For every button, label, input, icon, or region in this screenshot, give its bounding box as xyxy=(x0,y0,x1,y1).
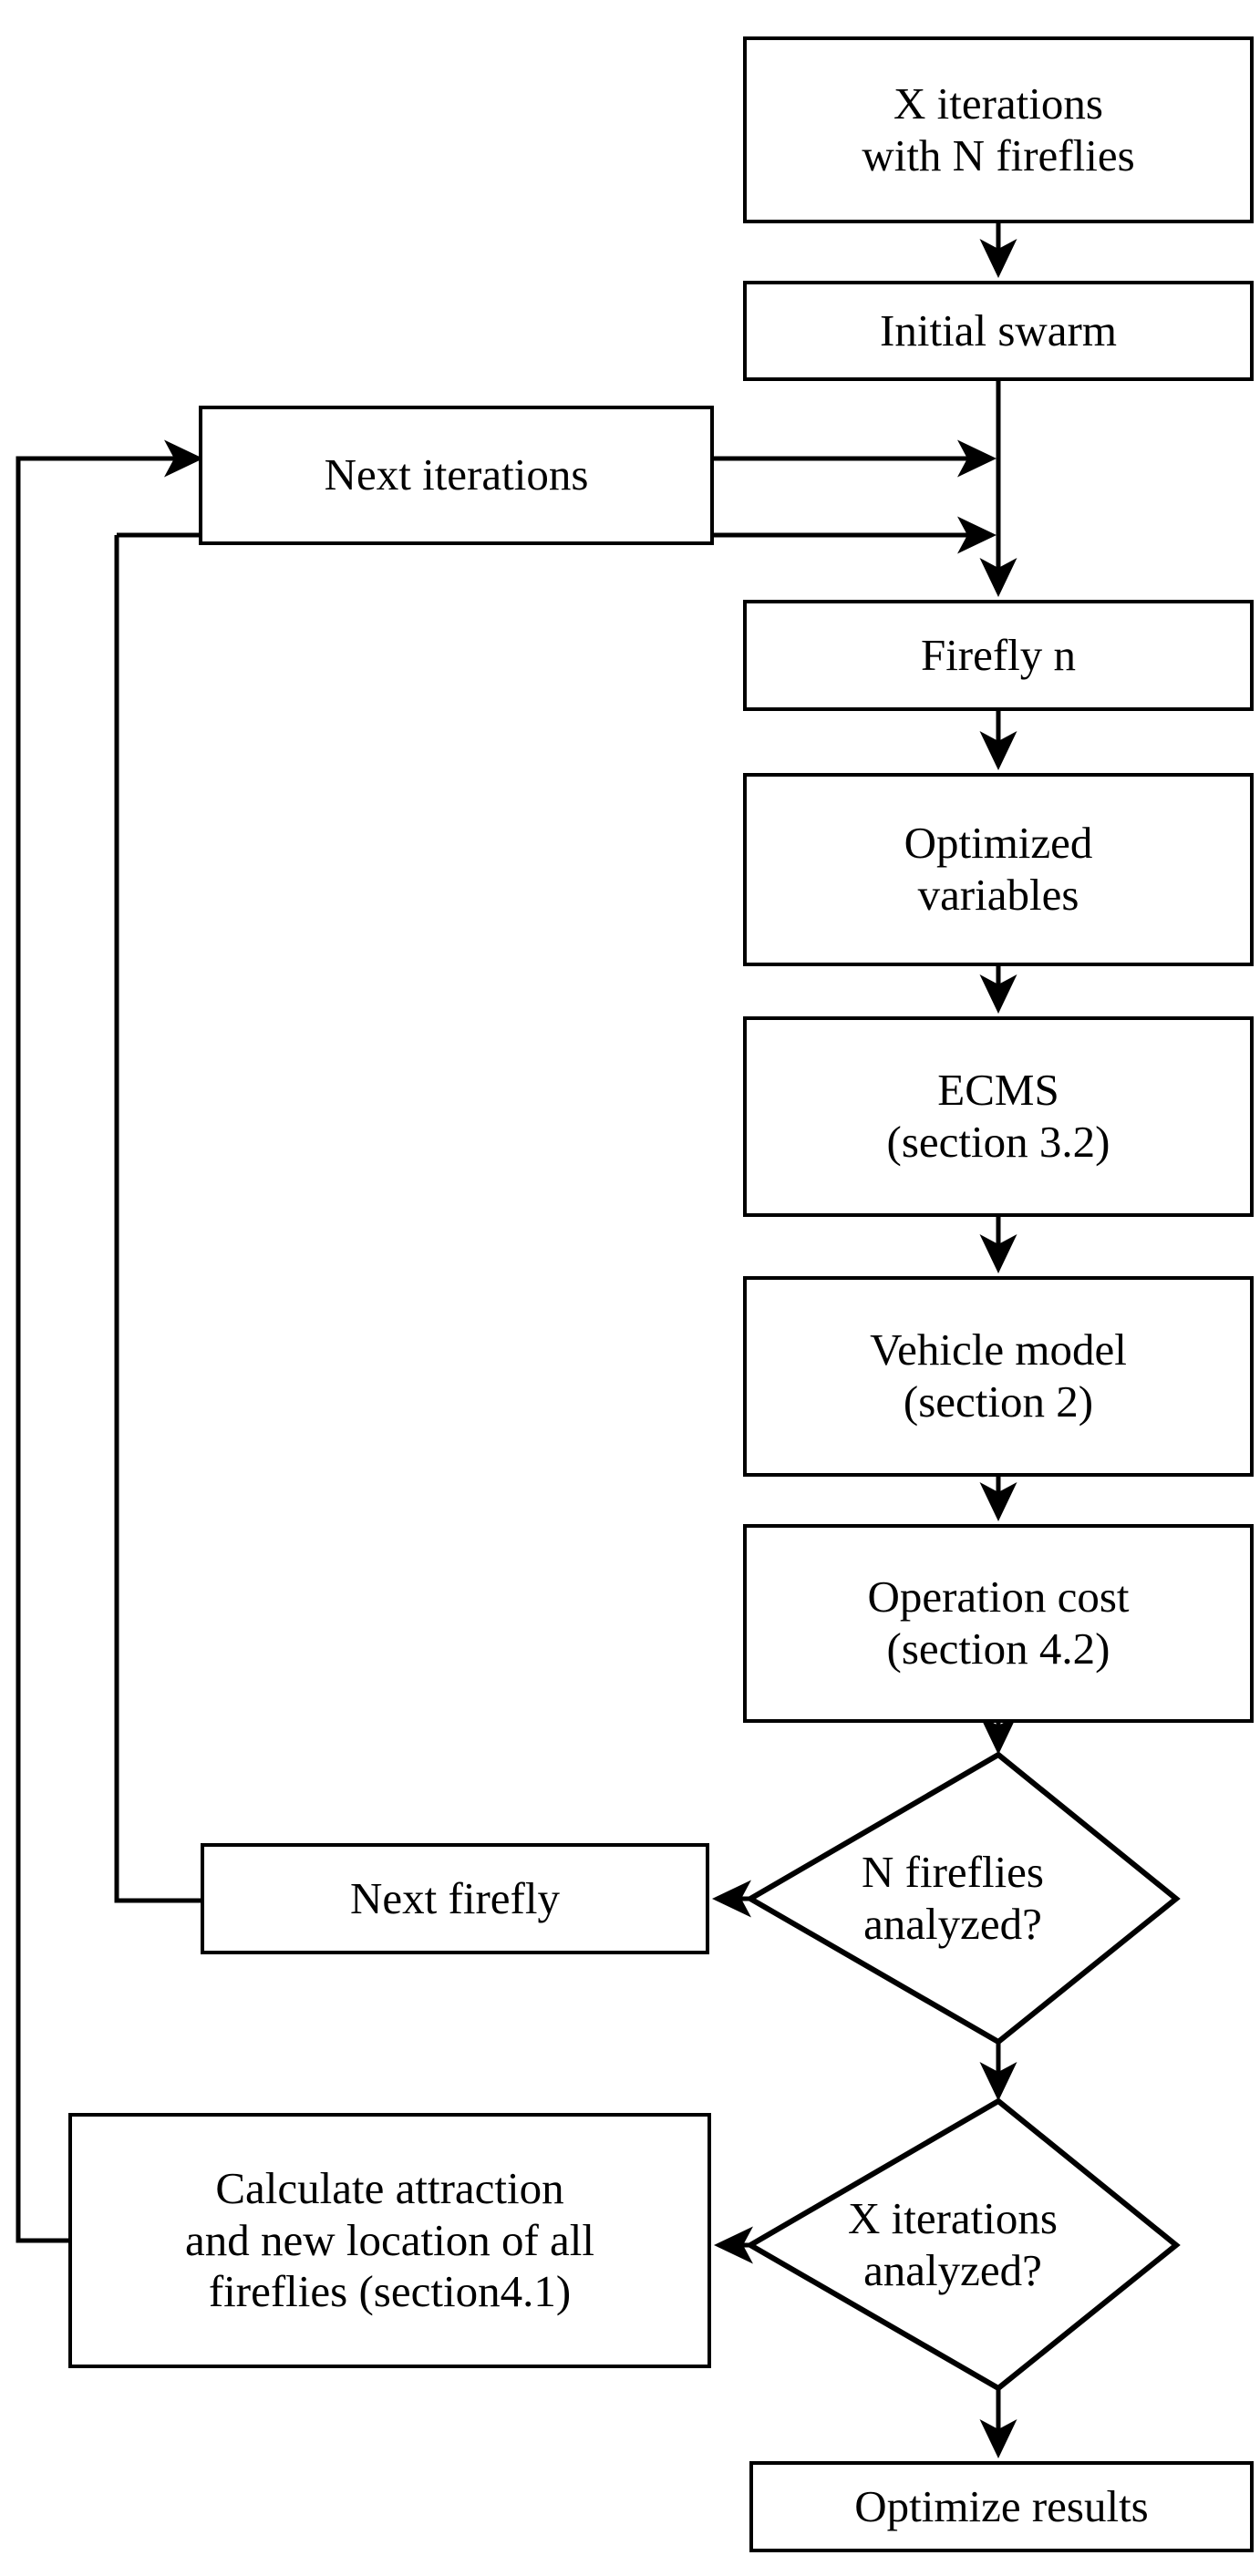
node-calculate-attraction[interactable]: Calculate attraction and new location of… xyxy=(68,2113,711,2368)
node-ecms[interactable]: ECMS (section 3.2) xyxy=(743,1016,1254,1217)
node-iterations-analyzed-label: X iterations analyzed? xyxy=(848,2193,1058,2295)
node-iterations-analyzed[interactable]: X iterations analyzed? xyxy=(802,2124,1103,2366)
node-initial-swarm[interactable]: Initial swarm xyxy=(743,281,1254,381)
node-firefly-n-label: Firefly n xyxy=(920,629,1077,680)
node-vehicle-model-label: Vehicle model (section 2) xyxy=(870,1324,1127,1427)
edge-calculate-attraction-to-next-iterations xyxy=(15,439,204,2243)
edge-next-firefly-riser xyxy=(114,535,201,1903)
node-fireflies-analyzed-label: N fireflies analyzed? xyxy=(862,1847,1044,1949)
node-vehicle-model[interactable]: Vehicle model (section 2) xyxy=(743,1276,1254,1477)
node-next-iterations[interactable]: Next iterations xyxy=(199,406,714,545)
node-optimized-variables-label: Optimized variables xyxy=(904,818,1093,920)
node-optimize-results-label: Optimize results xyxy=(854,2480,1149,2531)
node-operation-cost-label: Operation cost (section 4.2) xyxy=(867,1571,1130,1674)
node-initial-swarm-label: Initial swarm xyxy=(880,304,1117,355)
node-start[interactable]: X iterations with N fireflies xyxy=(743,36,1254,223)
node-operation-cost[interactable]: Operation cost (section 4.2) xyxy=(743,1524,1254,1723)
node-ecms-label: ECMS (section 3.2) xyxy=(886,1065,1110,1167)
node-start-label: X iterations with N fireflies xyxy=(862,77,1135,180)
node-next-firefly[interactable]: Next firefly xyxy=(201,1843,709,1954)
node-optimized-variables[interactable]: Optimized variables xyxy=(743,773,1254,966)
node-fireflies-analyzed[interactable]: N fireflies analyzed? xyxy=(802,1777,1103,2020)
node-calculate-attraction-label: Calculate attraction and new location of… xyxy=(184,2162,594,2317)
diamond-iterations-analyzed-shape xyxy=(745,2097,1181,2392)
node-optimize-results[interactable]: Optimize results xyxy=(749,2461,1254,2552)
node-next-iterations-label: Next iterations xyxy=(324,449,589,500)
node-firefly-n[interactable]: Firefly n xyxy=(743,600,1254,711)
node-next-firefly-label: Next firefly xyxy=(350,1872,560,1923)
diamond-fireflies-analyzed-shape xyxy=(745,1751,1181,2045)
